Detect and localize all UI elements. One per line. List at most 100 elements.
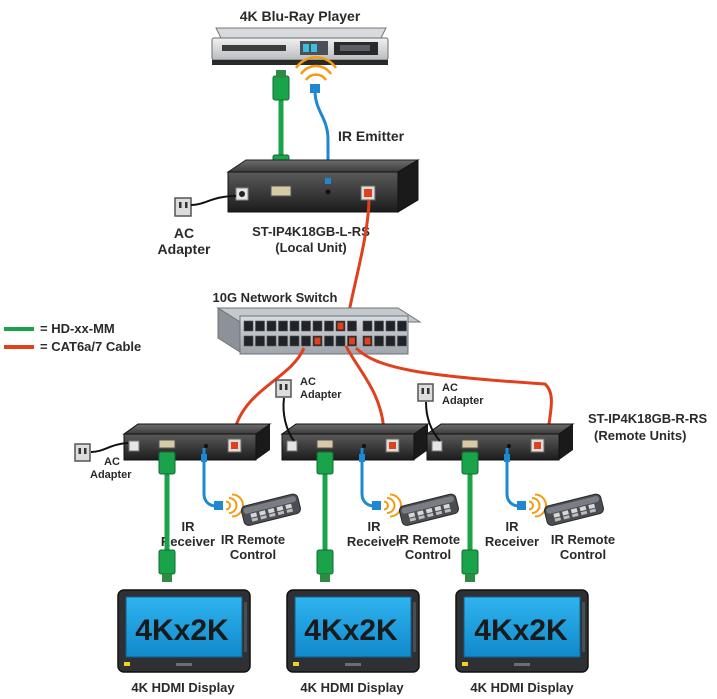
- remote-button: [251, 517, 259, 522]
- switch-port: [266, 320, 277, 332]
- ir-wave: [389, 493, 402, 518]
- hdmi-plug-bottom: [158, 549, 176, 575]
- remote-button: [580, 510, 588, 516]
- ir-wave: [231, 493, 244, 518]
- remote-button: [443, 503, 451, 510]
- ir-receiver-1: [201, 448, 244, 518]
- remote-button: [588, 503, 596, 510]
- ir-port: [362, 444, 366, 448]
- display-1-screen-text: 4Kx2K: [135, 614, 229, 647]
- remote-ac-2-line1: AC: [300, 376, 316, 388]
- ir-receiver-3-line1: IR: [506, 519, 520, 534]
- ir-wave: [225, 500, 231, 511]
- ir-remote-2-line1: IR Remote: [396, 532, 460, 547]
- switch-port-grid: [243, 320, 407, 347]
- local-unit-caption: (Local Unit): [275, 240, 347, 255]
- hdmi-cable-2: [316, 451, 334, 582]
- display-3-label: 4K HDMI Display: [470, 680, 574, 695]
- switch-port-active: [349, 337, 355, 345]
- hdmi-port: [316, 439, 334, 449]
- remote-button: [269, 512, 276, 518]
- remote-chain-1: [74, 423, 301, 673]
- ir-remote-1-line2: Control: [230, 547, 276, 562]
- ir-receiver-1-line1: IR: [182, 519, 196, 534]
- ir-wave: [228, 497, 238, 514]
- remote-ac-3-line2: Adapter: [442, 395, 484, 407]
- switch-port-active: [314, 337, 321, 345]
- power-cord: [282, 397, 295, 442]
- remote-button: [553, 512, 561, 518]
- remote-button: [259, 510, 266, 516]
- ir-remote-control-3: [543, 493, 604, 526]
- remote-button: [562, 510, 569, 516]
- remote-button: [285, 503, 293, 510]
- display-2-label: 4K HDMI Display: [300, 680, 404, 695]
- remote-button: [418, 515, 425, 520]
- remote-button: [409, 517, 417, 522]
- switch-port: [385, 320, 396, 332]
- remote-button: [260, 515, 267, 520]
- switch-port: [362, 320, 373, 332]
- display-3-screen-text: 4Kx2K: [474, 614, 568, 647]
- power-jack: [431, 440, 443, 452]
- hdmi-plug-bottom: [461, 549, 479, 575]
- display-screen: [125, 596, 243, 658]
- display-2-screen-text: 4Kx2K: [304, 614, 398, 647]
- switch-port: [289, 320, 300, 332]
- remote-button: [570, 508, 578, 514]
- remote-ac-adapter-1: [74, 442, 129, 462]
- hdmi-cable-1: [158, 451, 176, 582]
- remote-units-model: ST-IP4K18GB-R-RS: [588, 411, 708, 426]
- remote-button: [554, 517, 562, 522]
- remote-button: [563, 515, 570, 520]
- ir-remote-1-line1: IR Remote: [221, 532, 285, 547]
- switch-port: [289, 335, 300, 347]
- local-unit-model: ST-IP4K18GB-L-RS: [252, 224, 370, 239]
- remote-button: [589, 508, 597, 513]
- ir-emitter: IR Emitter: [294, 56, 405, 178]
- power-cord: [90, 442, 129, 453]
- switch-port: [255, 335, 265, 347]
- switch-port: [255, 320, 265, 332]
- remote-chain-2: [275, 379, 459, 673]
- remote-unit-2: [280, 423, 430, 461]
- power-led: [293, 662, 299, 666]
- remote-unit-1: [122, 423, 272, 461]
- ir-remote-2-line2: Control: [405, 547, 451, 562]
- remote-button: [277, 510, 285, 516]
- remote-button: [444, 508, 452, 513]
- remote-button: [250, 512, 258, 518]
- hdmi-port: [158, 439, 176, 449]
- hdmi-plug-top: [316, 451, 334, 475]
- hdmi-cable-3: [461, 451, 479, 582]
- switch-port: [397, 335, 407, 347]
- legend-cat-label: = CAT6a/7 Cable: [40, 339, 141, 354]
- hdmi-display-3: [455, 589, 589, 673]
- ir-remote-3-line1: IR Remote: [551, 532, 615, 547]
- display-screen: [294, 596, 412, 658]
- remote-chains: [74, 379, 604, 673]
- switch-port: [243, 335, 254, 347]
- ir-remote-control-1: [240, 493, 301, 526]
- outlet-icon: [275, 379, 292, 398]
- local-ac-line1: AC: [174, 225, 194, 241]
- remote-button: [425, 508, 433, 514]
- remote-button: [427, 512, 434, 518]
- remote-button: [435, 510, 443, 516]
- local-ac-adapter: AC Adapter: [158, 195, 237, 257]
- display-screen: [463, 596, 581, 658]
- hdmi-plug-top: [158, 451, 176, 475]
- remote-ac-3-line1: AC: [442, 382, 458, 394]
- remote-ac-2-line2: Adapter: [300, 389, 342, 401]
- switch-port: [374, 320, 384, 332]
- switch-port: [278, 335, 288, 347]
- switch-port: [397, 320, 407, 332]
- switch-port: [385, 335, 396, 347]
- remote-button: [434, 505, 442, 512]
- remote-units-caption: (Remote Units): [594, 428, 686, 443]
- switch-port: [243, 320, 254, 332]
- outlet-icon: [74, 443, 91, 462]
- legend-hdmi-label: = HD-xx-MM: [40, 321, 115, 336]
- remote-button: [267, 508, 275, 514]
